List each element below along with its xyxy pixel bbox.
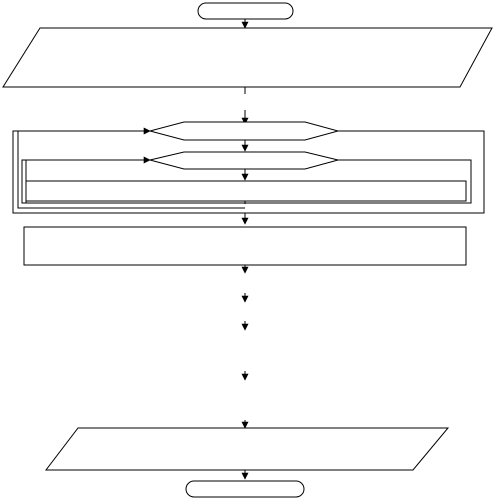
inner-process-box — [25, 180, 467, 202]
outer-loop-hexagon — [148, 121, 340, 141]
start-terminal — [197, 2, 294, 20]
input-parallelogram — [2, 27, 493, 88]
outer-loop-return — [17, 127, 245, 209]
process-box — [23, 226, 467, 266]
output-parallelogram — [44, 427, 450, 471]
end-terminal — [185, 480, 305, 498]
inner-loop-hexagon — [149, 151, 339, 170]
